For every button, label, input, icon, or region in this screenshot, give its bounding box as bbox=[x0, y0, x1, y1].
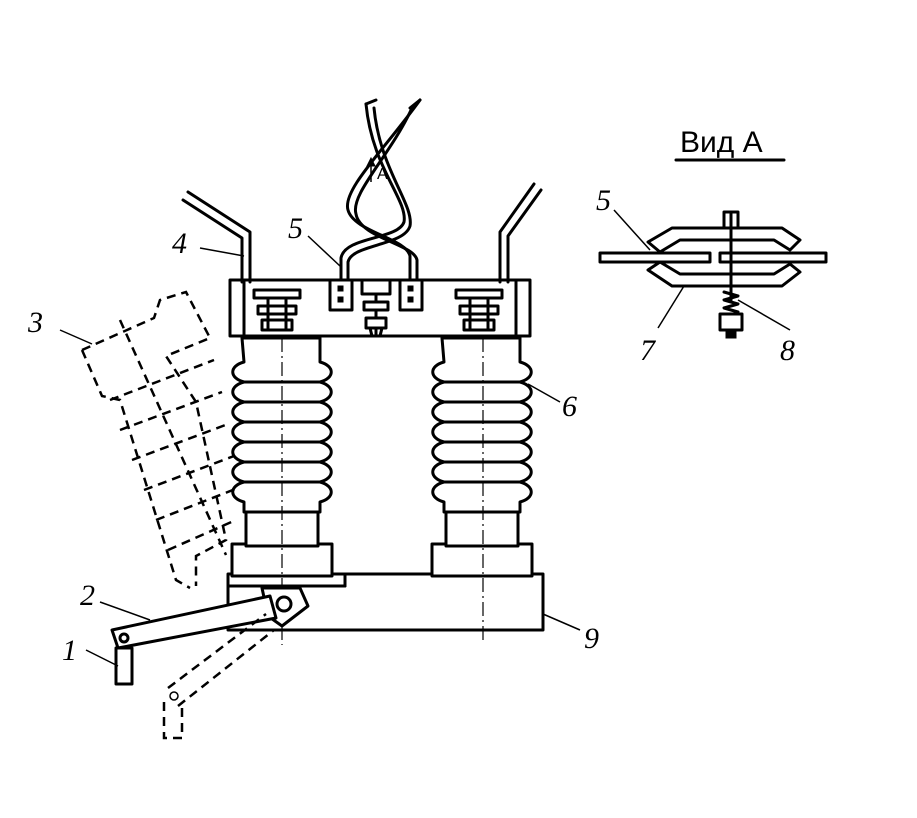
label-9: 9 bbox=[584, 622, 599, 655]
label-2: 2 bbox=[80, 579, 95, 612]
drive-mechanism bbox=[110, 586, 310, 740]
view-a-detail: Вид А bbox=[598, 126, 828, 339]
label-4: 4 bbox=[172, 227, 187, 260]
label-8: 8 bbox=[780, 334, 795, 367]
label-1: 1 bbox=[62, 634, 77, 667]
label-6: 6 bbox=[562, 390, 577, 423]
open-blade-dashed bbox=[80, 290, 239, 590]
left-terminal bbox=[181, 190, 252, 284]
label-5: 5 bbox=[288, 212, 303, 245]
label-5-view: 5 bbox=[596, 184, 611, 217]
contact-housing bbox=[228, 278, 532, 338]
view-title: Вид А bbox=[680, 126, 763, 159]
right-insulator bbox=[430, 336, 534, 578]
label-3: 3 bbox=[27, 306, 43, 339]
leader-lines bbox=[59, 209, 791, 667]
view-arrow-label: A bbox=[377, 166, 388, 183]
label-7: 7 bbox=[640, 334, 657, 367]
main-blades: A bbox=[339, 98, 422, 282]
right-terminal bbox=[498, 182, 543, 284]
